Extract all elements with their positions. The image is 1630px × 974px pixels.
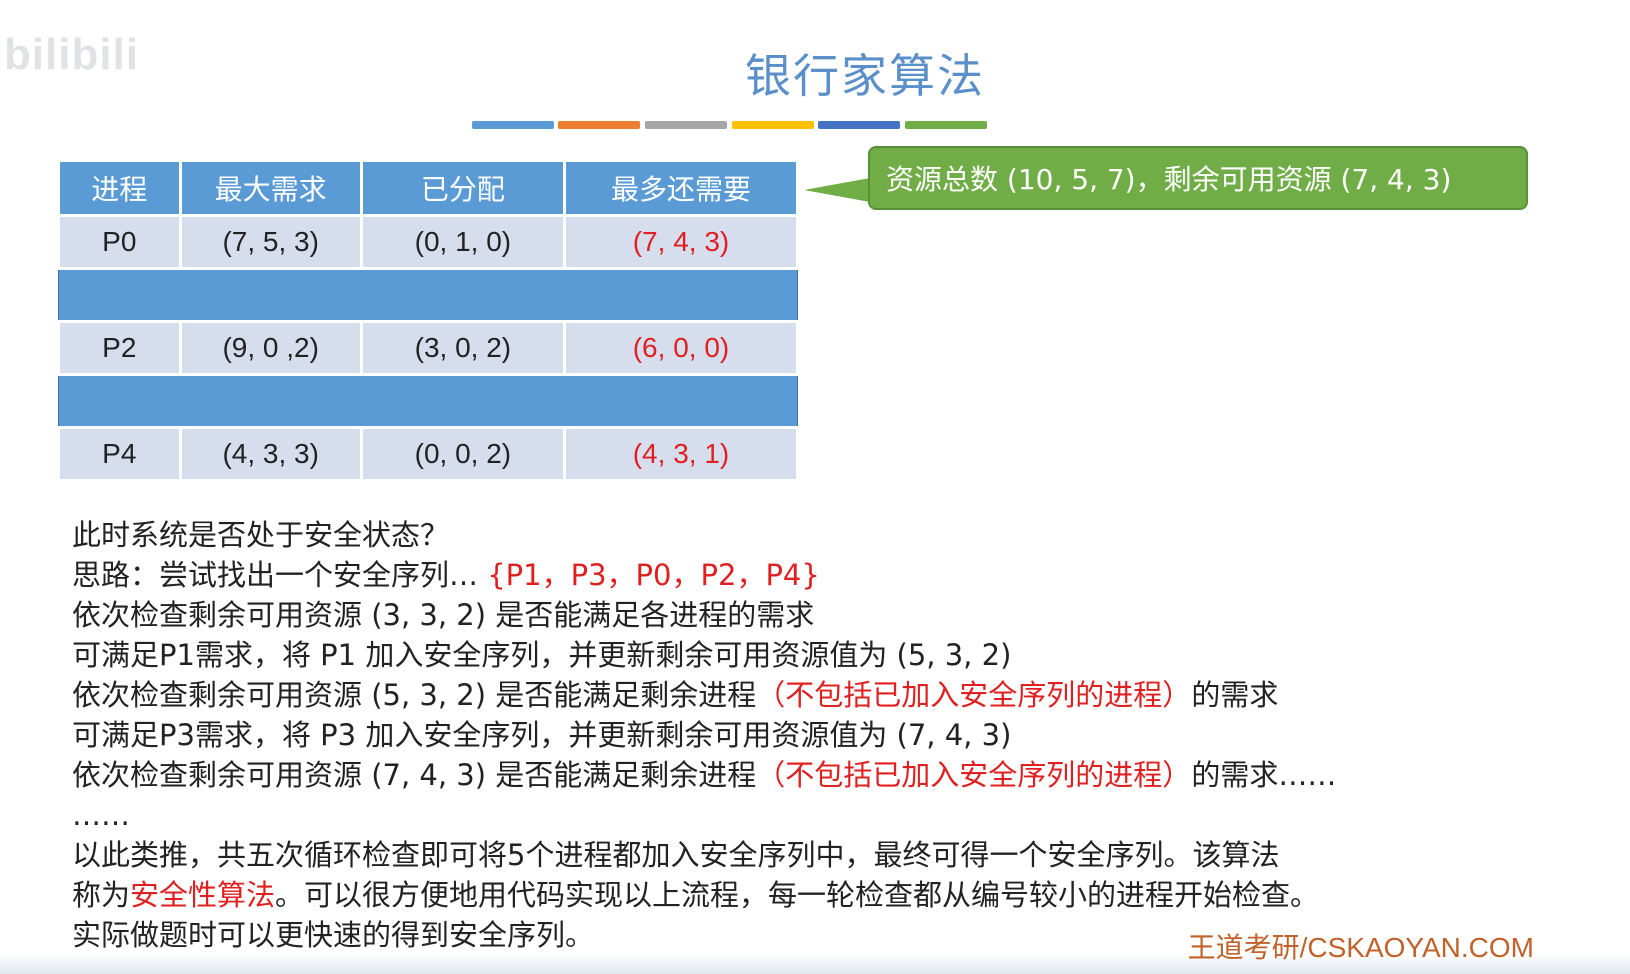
- bottom-decoration: [0, 954, 1630, 974]
- summary-text: 实际做题时可以更快速的得到安全序列。: [72, 918, 595, 952]
- color-bar-6: [905, 121, 987, 129]
- step-text: 依次检查剩余可用资源 (7, 4, 3) 是否能满足剩余进程: [72, 758, 757, 792]
- step-text-end: 的需求……: [1191, 758, 1337, 792]
- color-bar-4: [732, 121, 814, 129]
- table-row: P4 (4, 3, 3) (0, 0, 2) (4, 3, 1): [57, 426, 800, 482]
- cell-alloc: (3, 0, 2): [359, 320, 566, 376]
- text-line: 可满足P3需求，将 P3 加入安全序列，并更新剩余可用资源值为 (7, 4, 3…: [72, 715, 1572, 755]
- table-row-masked: [58, 374, 798, 428]
- text-line: 实际做题时可以更快速的得到安全序列。: [72, 915, 1572, 955]
- step-text: 依次检查剩余可用资源 (5, 3, 2) 是否能满足剩余进程: [72, 678, 757, 712]
- algorithm-name: 安全性算法: [130, 878, 276, 912]
- safe-sequence: {P1，P3，P0，P2，P4}: [487, 558, 820, 592]
- bilibili-watermark: bilibili: [4, 30, 140, 79]
- step-text: 可满足P3需求，将 P3 加入安全序列，并更新剩余可用资源值为 (7, 4, 3…: [72, 718, 1012, 752]
- slide-title: 银行家算法: [745, 49, 985, 103]
- text-line: 依次检查剩余可用资源 (3, 3, 2) 是否能满足各进程的需求: [72, 595, 1572, 635]
- resource-callout: 资源总数 (10, 5, 7)，剩余可用资源 (7, 4, 3): [868, 146, 1528, 210]
- highlight-text: （不包括已加入安全序列的进程）: [756, 758, 1192, 792]
- text-line: 称为安全性算法。可以很方便地用代码实现以上流程，每一轮检查都从编号较小的进程开始…: [72, 875, 1572, 915]
- step-text: 依次检查剩余可用资源 (3, 3, 2) 是否能满足各进程的需求: [72, 598, 815, 632]
- footer-brand: 王道考研/CSKAOYAN.COM: [1187, 932, 1534, 963]
- cell-process: P0: [57, 214, 182, 270]
- cell-need: (7, 4, 3): [562, 214, 800, 270]
- process-table: 进程 最大需求 已分配 最多还需要 P0 (7, 5, 3) (0, 1, 0)…: [57, 159, 800, 482]
- cell-process: P4: [57, 426, 182, 482]
- cell-need: (4, 3, 1): [562, 426, 800, 482]
- idea-text: 思路：尝试找出一个安全序列…: [72, 558, 488, 592]
- text-line: 思路：尝试找出一个安全序列… {P1，P3，P0，P2，P4}: [72, 555, 1572, 595]
- summary-text: 。可以很方便地用代码实现以上流程，每一轮检查都从编号较小的进程开始检查。: [275, 878, 1320, 912]
- text-line: ……: [72, 795, 1572, 835]
- ellipsis-text: ……: [72, 798, 130, 832]
- table-header-row: 进程 最大需求 已分配 最多还需要: [57, 159, 800, 217]
- cell-alloc: (0, 0, 2): [359, 426, 566, 482]
- text-line: 此时系统是否处于安全状态？: [72, 515, 1572, 555]
- cell-alloc: (0, 1, 0): [359, 214, 566, 270]
- text-line: 可满足P1需求，将 P1 加入安全序列，并更新剩余可用资源值为 (5, 3, 2…: [72, 635, 1572, 675]
- summary-text: 称为: [72, 878, 131, 912]
- header-need: 最多还需要: [562, 159, 800, 217]
- color-bar-2: [558, 121, 640, 129]
- table-row: P0 (7, 5, 3) (0, 1, 0) (7, 4, 3): [57, 214, 800, 270]
- summary-text: 以此类推，共五次循环检查即可将5个进程都加入安全序列中，最终可得一个安全序列。该…: [72, 838, 1280, 872]
- header-max-demand: 最大需求: [178, 159, 363, 217]
- masked-cell: [58, 268, 798, 322]
- question-text: 此时系统是否处于安全状态？: [72, 518, 450, 552]
- cell-process: P2: [57, 320, 182, 376]
- explanation-text: 此时系统是否处于安全状态？ 思路：尝试找出一个安全序列… {P1，P3，P0，P…: [72, 515, 1572, 955]
- header-allocated: 已分配: [359, 159, 566, 217]
- cell-max: (7, 5, 3): [178, 214, 363, 270]
- text-line: 以此类推，共五次循环检查即可将5个进程都加入安全序列中，最终可得一个安全序列。该…: [72, 835, 1572, 875]
- callout-pointer: [804, 178, 870, 202]
- highlight-text: （不包括已加入安全序列的进程）: [756, 678, 1192, 712]
- text-line: 依次检查剩余可用资源 (7, 4, 3) 是否能满足剩余进程（不包括已加入安全序…: [72, 755, 1572, 795]
- color-bar-3: [645, 121, 727, 129]
- table-row: P2 (9, 0 ,2) (3, 0, 2) (6, 0, 0): [57, 320, 800, 376]
- cell-max: (9, 0 ,2): [178, 320, 363, 376]
- table-row-masked: [58, 268, 798, 322]
- cell-max: (4, 3, 3): [178, 426, 363, 482]
- color-bar-1: [472, 121, 554, 129]
- masked-cell: [58, 374, 798, 428]
- header-process: 进程: [57, 159, 182, 217]
- color-bar-5: [818, 121, 900, 129]
- text-line: 依次检查剩余可用资源 (5, 3, 2) 是否能满足剩余进程（不包括已加入安全序…: [72, 675, 1572, 715]
- step-text: 可满足P1需求，将 P1 加入安全序列，并更新剩余可用资源值为 (5, 3, 2…: [72, 638, 1012, 672]
- cell-need: (6, 0, 0): [562, 320, 800, 376]
- step-text-end: 的需求: [1191, 678, 1279, 712]
